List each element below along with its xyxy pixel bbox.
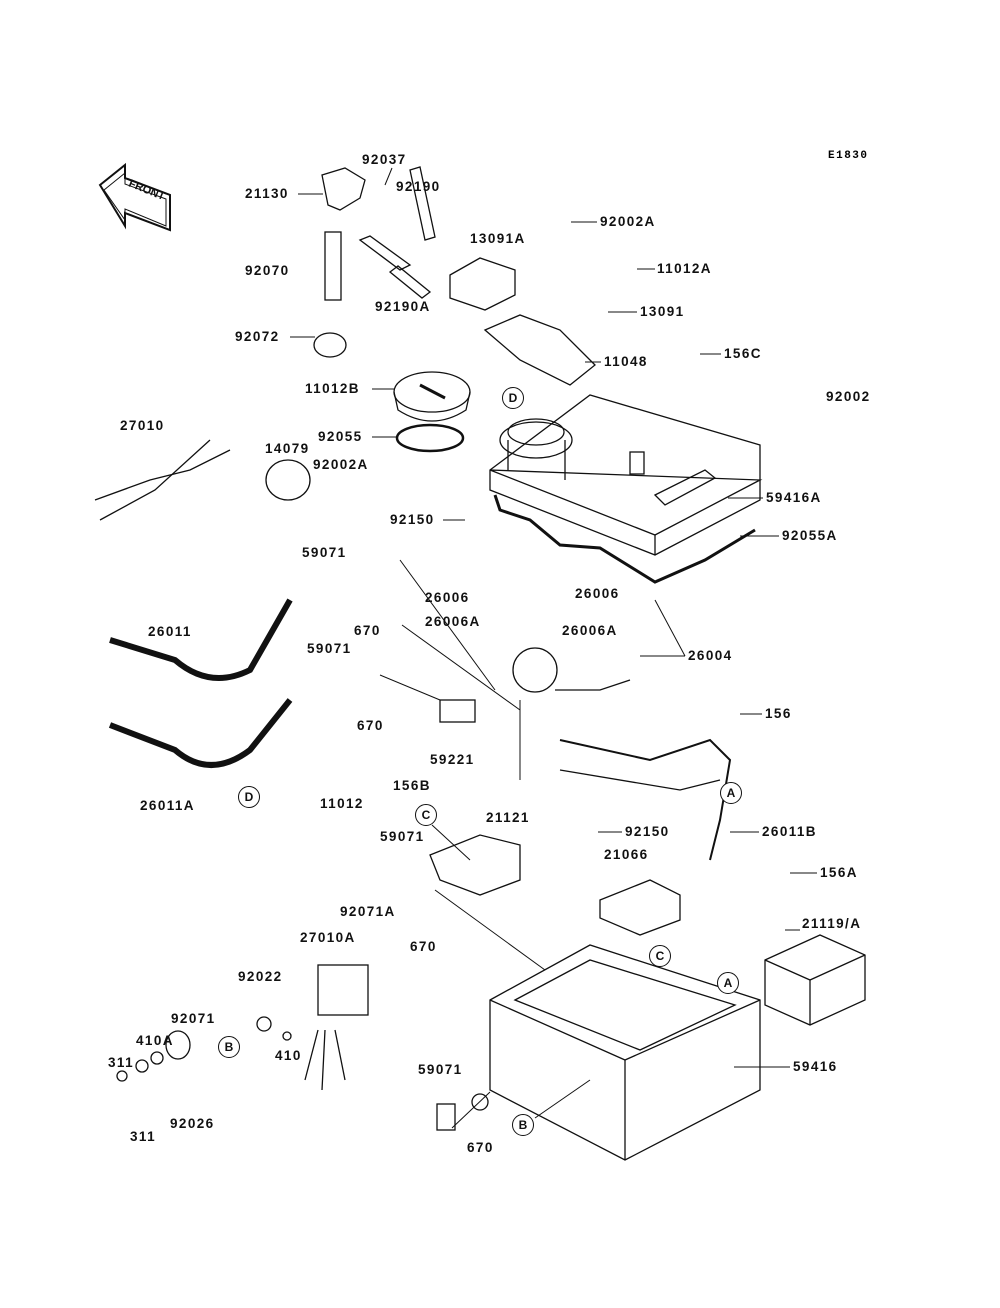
part-number-label: 92037 — [362, 152, 407, 167]
part-number-label: 21119/A — [802, 916, 862, 931]
part-number-label: 156 — [765, 706, 792, 721]
part-number-label: 59071 — [302, 545, 347, 560]
reference-marker: C — [649, 945, 671, 967]
plug-cap-part — [321, 167, 366, 211]
part-number-label: 410A — [136, 1033, 174, 1048]
part-number-label: 26006A — [425, 614, 481, 629]
part-number-label: 92150 — [625, 824, 670, 839]
part-number-label: 92070 — [245, 263, 290, 278]
part-number-label: 11048 — [604, 354, 648, 369]
part-number-label: 311 — [108, 1055, 134, 1070]
part-number-label: 92071A — [340, 904, 396, 919]
part-number-label: 11012B — [305, 381, 360, 396]
reference-marker: B — [218, 1036, 240, 1058]
part-number-label: 92072 — [235, 329, 280, 344]
bottom-case-part — [489, 944, 761, 1161]
cap-part — [393, 371, 471, 422]
coil-part — [265, 459, 311, 501]
switch-part — [317, 964, 369, 1016]
tube-part — [388, 265, 432, 299]
part-number-label: 26011A — [140, 798, 195, 813]
part-number-label: 92150 — [390, 512, 435, 527]
spark-plug-part — [324, 231, 342, 301]
clamp-part — [313, 332, 347, 358]
part-number-label: 311 — [130, 1129, 156, 1144]
part-number-label: 21121 — [486, 810, 530, 825]
diagram-code: E1830 — [828, 150, 869, 162]
part-number-label: 26004 — [688, 648, 733, 663]
part-number-label: 92190 — [396, 179, 441, 194]
part-number-label: 59071 — [380, 829, 425, 844]
part-number-label: 92055A — [782, 528, 838, 543]
part-number-label: 92022 — [238, 969, 283, 984]
fitting-part — [436, 1103, 456, 1131]
part-number-label: 92002A — [313, 457, 369, 472]
part-number-label: 670 — [467, 1140, 494, 1155]
part-number-label: 59416 — [793, 1059, 838, 1074]
part-number-label: 11012 — [320, 796, 364, 811]
part-number-label: 92190A — [375, 299, 431, 314]
tube-part — [409, 166, 436, 241]
part-number-label: 27010 — [120, 418, 165, 433]
front-arrow-icon — [98, 162, 171, 232]
top-cover-part — [489, 394, 763, 556]
part-number-label: 13091 — [640, 304, 685, 319]
fuse-box-part — [512, 647, 558, 693]
part-number-label: 27010A — [300, 930, 356, 945]
regulator-part — [599, 879, 681, 936]
part-number-label: 156C — [724, 346, 762, 361]
harness-part — [108, 698, 293, 768]
part-number-label: 11012A — [657, 261, 712, 276]
bracket-part — [483, 314, 596, 386]
o-ring-part — [395, 423, 465, 453]
reference-marker: A — [720, 782, 742, 804]
part-number-label: 410 — [275, 1048, 302, 1063]
part-number-label: 26006 — [425, 590, 470, 605]
part-number-label: 670 — [410, 939, 437, 954]
part-number-label: 26011 — [148, 624, 192, 639]
control-unit-part — [764, 934, 866, 1026]
part-number-label: 59071 — [307, 641, 352, 656]
reference-marker: B — [512, 1114, 534, 1136]
reference-marker: D — [502, 387, 524, 409]
part-number-label: 21130 — [245, 186, 289, 201]
reference-marker: C — [415, 804, 437, 826]
part-number-label: 26006 — [575, 586, 620, 601]
terminal-block-part — [449, 257, 516, 311]
part-number-label: 92002 — [826, 389, 871, 404]
part-number-label: 26006A — [562, 623, 618, 638]
reference-marker: D — [238, 786, 260, 808]
part-number-label: 670 — [357, 718, 384, 733]
connector-part — [439, 699, 476, 723]
harness-part — [94, 449, 231, 501]
gasket-part — [493, 494, 756, 584]
part-number-label: 59071 — [418, 1062, 463, 1077]
reference-marker: A — [717, 972, 739, 994]
o-ring-part — [471, 1093, 489, 1111]
tube-part — [358, 235, 412, 271]
part-number-label: 92071 — [171, 1011, 216, 1026]
part-number-label: 156B — [393, 778, 431, 793]
nut-part — [165, 1030, 191, 1060]
washer-part — [282, 1031, 292, 1041]
part-number-label: 59221 — [430, 752, 475, 767]
harness-part — [559, 738, 732, 861]
part-number-label: 156A — [820, 865, 858, 880]
harness-part — [109, 598, 293, 681]
part-number-label: 92055 — [318, 429, 363, 444]
part-number-label: 670 — [354, 623, 381, 638]
part-number-label: 92026 — [170, 1116, 215, 1131]
part-number-label: 21066 — [604, 847, 649, 862]
part-number-label: 14079 — [265, 441, 310, 456]
part-number-label: 92002A — [600, 214, 656, 229]
part-number-label: 59416A — [766, 490, 822, 505]
ignition-coil-part — [429, 834, 521, 896]
washer-part — [256, 1016, 272, 1032]
part-number-label: 26011B — [762, 824, 817, 839]
leader-lines — [290, 167, 817, 1129]
part-number-label: 13091A — [470, 231, 526, 246]
